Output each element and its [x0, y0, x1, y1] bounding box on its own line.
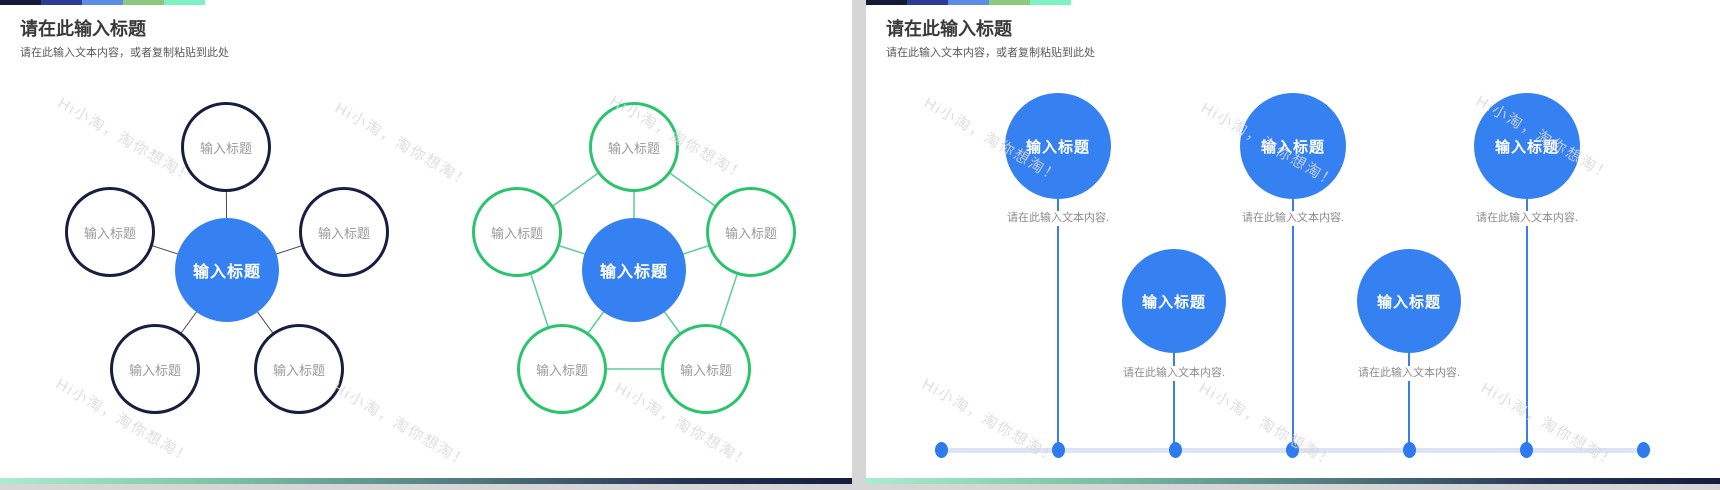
color-segment-navy-dark [0, 0, 41, 5]
page-title: 请在此输入标题 [20, 19, 146, 39]
color-segment-blue [82, 0, 123, 5]
hub-circle: 输入标题 [175, 218, 279, 322]
watermark-text: Hi小淘，淘你想淘！ [1196, 379, 1339, 472]
satellite-label: 输入标题 [128, 362, 181, 378]
timeline-dot [1637, 442, 1650, 458]
satellite-label: 输入标题 [83, 225, 136, 241]
milestone-circle: 输入标题 [1005, 93, 1111, 199]
color-segment-green [123, 0, 164, 5]
timeline-vertical-line [1173, 353, 1175, 450]
color-segment-navy-dark [866, 0, 907, 5]
milestone-label: 输入标题 [1141, 293, 1206, 311]
satellite-circle: 输入标题 [589, 102, 679, 192]
milestone-caption: 请在此输入文本内容. [1213, 211, 1373, 226]
slide-left: 请在此输入标题 请在此输入文本内容，或者复制粘贴到此处 输入标题 输入标题 输入… [0, 0, 852, 484]
timeline-vertical-line [1292, 199, 1294, 450]
color-segment-mint [1030, 0, 1071, 5]
timeline-dot [1286, 442, 1299, 458]
title-block: 请在此输入标题 请在此输入文本内容，或者复制粘贴到此处 [20, 18, 229, 60]
satellite-circle: 输入标题 [706, 187, 796, 277]
bottom-gradient-bar [866, 478, 1720, 484]
title-block: 请在此输入标题 请在此输入文本内容，或者复制粘贴到此处 [886, 18, 1095, 60]
milestone-label: 输入标题 [1494, 138, 1559, 156]
timeline-vertical-line [1526, 199, 1528, 450]
satellite-circle: 输入标题 [254, 324, 344, 414]
page-subtitle: 请在此输入文本内容，或者复制粘贴到此处 [886, 47, 1095, 59]
timeline-dot [1052, 442, 1065, 458]
milestone-caption: 请在此输入文本内容. [1447, 211, 1607, 226]
color-segment-navy [41, 0, 82, 5]
timeline-dot [1403, 442, 1416, 458]
milestone-circle: 输入标题 [1240, 93, 1346, 199]
satellite-circle: 输入标题 [65, 187, 155, 277]
milestone-circle: 输入标题 [1357, 249, 1461, 353]
timeline-vertical-line [1057, 199, 1059, 450]
milestone-label: 输入标题 [1025, 138, 1090, 156]
hub-label: 输入标题 [599, 264, 668, 281]
watermark-text: Hi小淘，淘你想淘！ [1478, 379, 1621, 472]
satellite-circle: 输入标题 [110, 324, 200, 414]
timeline-dot [1169, 442, 1182, 458]
satellite-label: 输入标题 [490, 225, 543, 241]
milestone-circle: 输入标题 [1122, 249, 1226, 353]
bottom-gradient-bar [0, 478, 852, 484]
color-segment-mint [164, 0, 205, 5]
milestone-circle: 输入标题 [1474, 93, 1580, 199]
milestone-label: 输入标题 [1376, 293, 1441, 311]
page-title: 请在此输入标题 [886, 19, 1012, 39]
satellite-label: 输入标题 [535, 362, 588, 378]
satellite-label: 输入标题 [607, 140, 660, 156]
milestone-label: 输入标题 [1260, 138, 1325, 156]
top-color-bar [866, 0, 1071, 5]
page-subtitle: 请在此输入文本内容，或者复制粘贴到此处 [20, 47, 229, 59]
satellite-label: 输入标题 [679, 362, 732, 378]
satellite-circle: 输入标题 [181, 102, 271, 192]
color-segment-navy [907, 0, 948, 5]
satellite-label: 输入标题 [724, 225, 777, 241]
color-segment-blue [948, 0, 989, 5]
satellite-label: 输入标题 [317, 225, 370, 241]
satellite-label: 输入标题 [199, 140, 252, 156]
milestone-caption: 请在此输入文本内容. [978, 211, 1138, 226]
color-segment-green [989, 0, 1030, 5]
milestone-caption: 请在此输入文本内容. [1329, 366, 1489, 381]
satellite-circle: 输入标题 [299, 187, 389, 277]
satellite-circle: 输入标题 [517, 324, 607, 414]
hub-circle: 输入标题 [582, 218, 686, 322]
milestone-caption: 请在此输入文本内容. [1094, 366, 1254, 381]
top-color-bar [0, 0, 205, 5]
satellite-circle: 输入标题 [661, 324, 751, 414]
slide-right: 请在此输入标题 请在此输入文本内容，或者复制粘贴到此处 输入标题 请在此输入文本… [866, 0, 1720, 484]
timeline-dot [935, 442, 948, 458]
timeline-dot [1520, 442, 1533, 458]
hub-label: 输入标题 [192, 264, 261, 281]
satellite-circle: 输入标题 [472, 187, 562, 277]
satellite-label: 输入标题 [272, 362, 325, 378]
timeline-vertical-line [1408, 353, 1410, 450]
